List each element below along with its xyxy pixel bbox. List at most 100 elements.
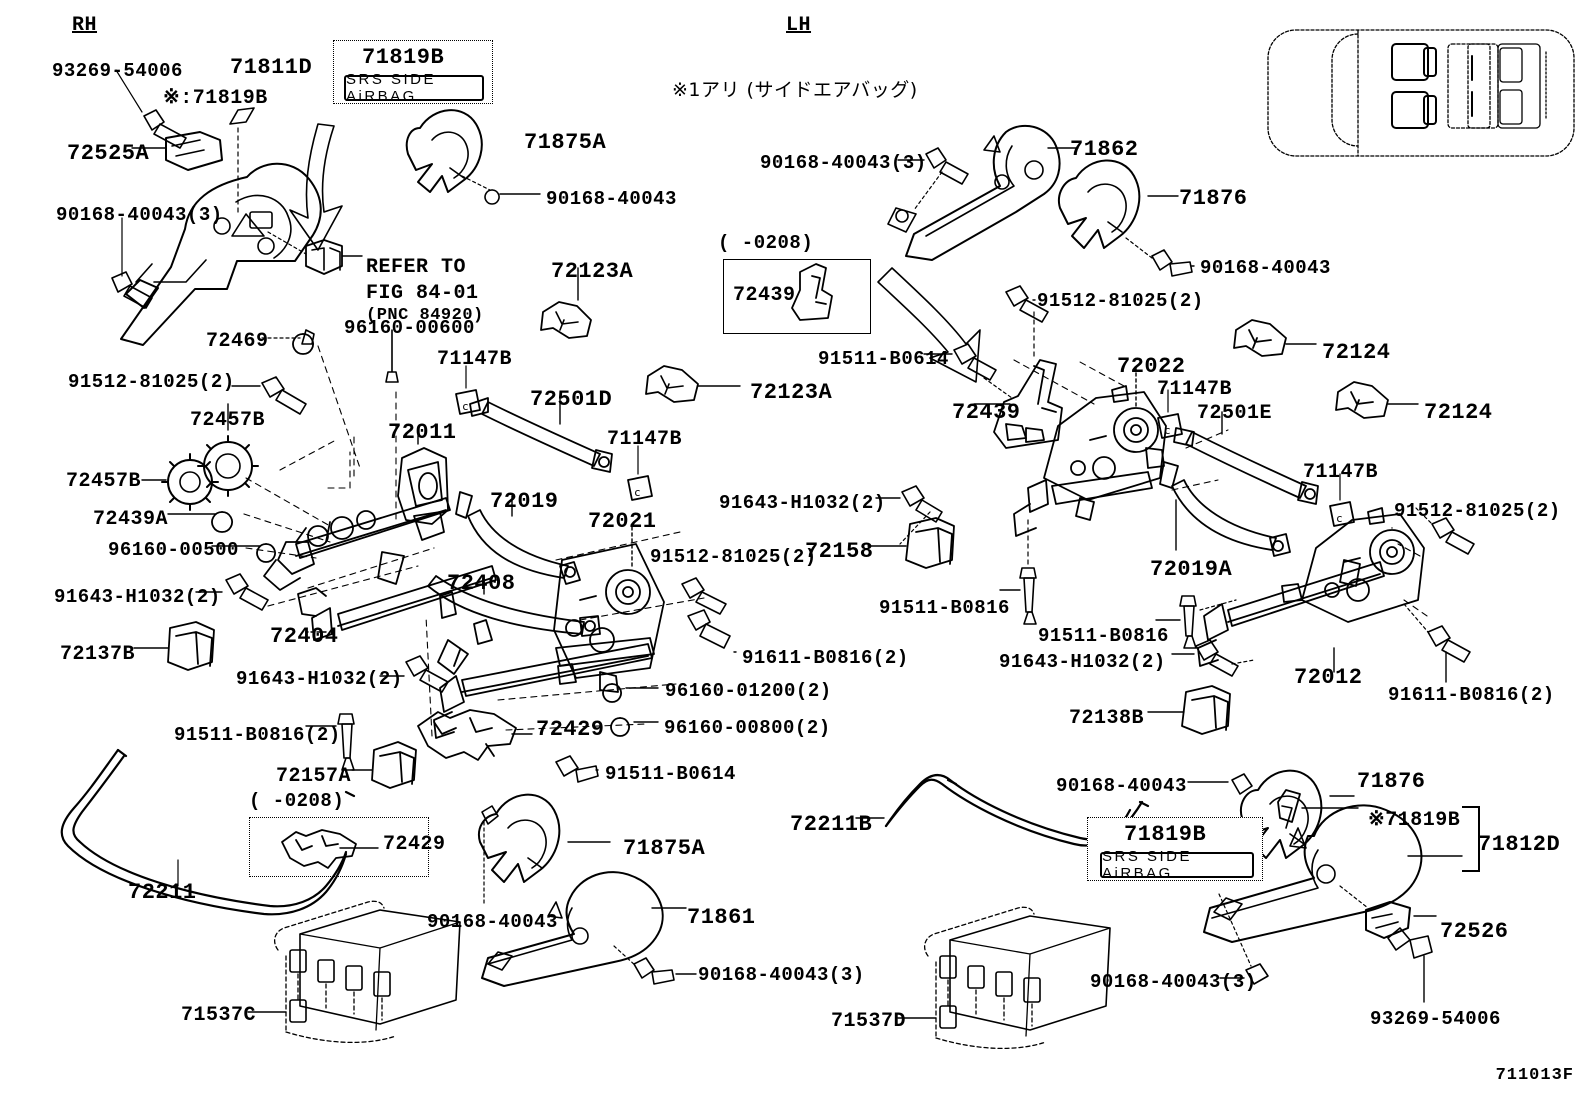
part-label: 91511-B0614 [605,763,736,785]
part-72457B-gear-2 [141,453,219,511]
date-caption-lh: ( -0208) [718,232,814,254]
part-label: 71876 [1179,186,1248,211]
part-label: 72404 [270,624,339,649]
part-label: 96160-01200(2) [665,680,832,702]
part-label: 71811D [230,55,313,80]
part-label: 72439A [93,508,169,531]
part-label: 71147B [1157,378,1233,401]
airbag-warning-text-lh: SRS SIDE AiRBAG [1102,848,1193,882]
part-label: 90168-40043 [427,911,558,933]
part-label: 91643-H1032(2) [236,668,403,690]
part-72501D-rod [469,395,613,473]
part-label: 93269-54006 [1370,1008,1501,1030]
part-label: 71537D [831,1010,907,1033]
part-71861-cover [481,871,697,987]
part-label: 72158 [805,539,874,564]
leader-lines [305,367,1393,673]
part-label: 90168-40043 [1056,775,1187,797]
part-72124-clip-1 [1233,319,1317,357]
part-72137B-bumper [133,621,215,671]
part-label: 71862 [1070,137,1139,162]
part-label: 72408 [447,571,516,596]
part-label: 72211 [128,880,197,905]
part-label: 72124 [1424,400,1493,425]
part-label: 72137B [60,643,136,666]
part-label: 72124 [1322,340,1391,365]
part-72022-bracket-lh [1013,385,1167,537]
part-72157A-clip [351,741,417,789]
bracket-71812D [1462,806,1480,872]
part-label: 91511-B0614 [818,348,949,370]
part-refer-connector [267,231,363,275]
svg-text:c: c [1164,424,1171,437]
part-label: 72019A [1150,557,1233,582]
part-72501E-rod [1173,411,1319,505]
date-box-lh-part: 72439 [733,284,796,307]
part-label: 93269-54006 [52,60,183,82]
airbag-label-box-rh: 71819B SRS SIDE AiRBAG [333,40,493,105]
part-label: 91511-B0816 [1038,625,1169,647]
part-label: 72019 [490,489,559,514]
part-label: 90168-40043(3) [698,964,865,986]
part-72211-wire [60,748,356,916]
airbag-warning-text-rh: SRS SIDE AiRBAG [346,71,437,105]
svg-text:c: c [1336,512,1343,525]
part-label: 71875A [524,130,607,155]
part-label: FIG 84-01 [366,282,479,305]
part-label: 91512-81025(2) [1394,500,1561,522]
part-label: 72439 [952,400,1021,425]
hardware-rh-lower [305,609,737,783]
part-label: 72011 [388,420,457,445]
part-label: 72021 [588,509,657,534]
part-71147B-clip-rh-1: c [455,365,481,415]
part-label: 72012 [1294,665,1363,690]
hardware-rh-column [167,329,399,611]
part-label: 91643-H1032(2) [719,492,886,514]
rail-rear-rh [433,643,653,739]
part-label: 72525A [67,141,150,166]
part-71812D-cover [1203,789,1463,985]
part-label: 71147B [437,348,513,371]
part-label: 91511-B0816 [879,597,1010,619]
part-label: 72526 [1440,919,1509,944]
part-label: 71147B [1303,461,1379,484]
part-72012-bracket-lh [1301,507,1425,623]
part-label: 71812D [1478,832,1561,857]
callout-arrow-lh [877,267,981,383]
part-72021-bracket-rh [553,543,665,693]
airbag-warning-plate-rh: SRS SIDE AiRBAG [344,71,484,105]
part-71875A-lower [478,793,611,907]
part-label: ※:71819B [163,87,268,110]
part-93269-54006-screw-rh [115,69,187,149]
part-label: (PNC 84920) [366,306,484,325]
drawing-number: 711013F [1495,1066,1574,1085]
part-72429-bracket [417,709,533,761]
part-label: 90168-40043 [546,188,677,210]
hardware-lh [875,285,1475,683]
part-72158-bumper [867,517,955,569]
airbag-part-number-rh: 71819B [362,45,445,70]
assembly-guides-lh [1013,359,1431,619]
part-72124-clip-2 [1335,381,1419,419]
part-72019-rod-rh [455,491,581,585]
part-label: 72457B [190,409,266,432]
part-label: 71876 [1357,769,1426,794]
part-72123A-clip-1 [540,267,592,339]
part-71537D-cushion [897,906,1111,1050]
part-label: 96160-00600 [344,317,475,339]
part-label: 72211B [790,812,873,837]
part-label: 72501D [530,387,613,412]
part-label: 96160-00800(2) [664,717,831,739]
part-label: 72138B [1069,707,1145,730]
part-label: REFER TO [366,256,467,279]
part-label: 72123A [750,380,833,405]
part-72526-clip [1339,885,1437,939]
part-72138B-bumper [1147,685,1231,735]
part-label: 90168-40043 [1200,257,1331,279]
part-72429-databox-art [281,829,379,869]
part-label: 72022 [1117,354,1186,379]
part-label: 72457B [66,470,142,493]
vehicle-topview-icon [1267,29,1575,157]
part-71147B-clip-lh-1: c [1157,389,1183,439]
